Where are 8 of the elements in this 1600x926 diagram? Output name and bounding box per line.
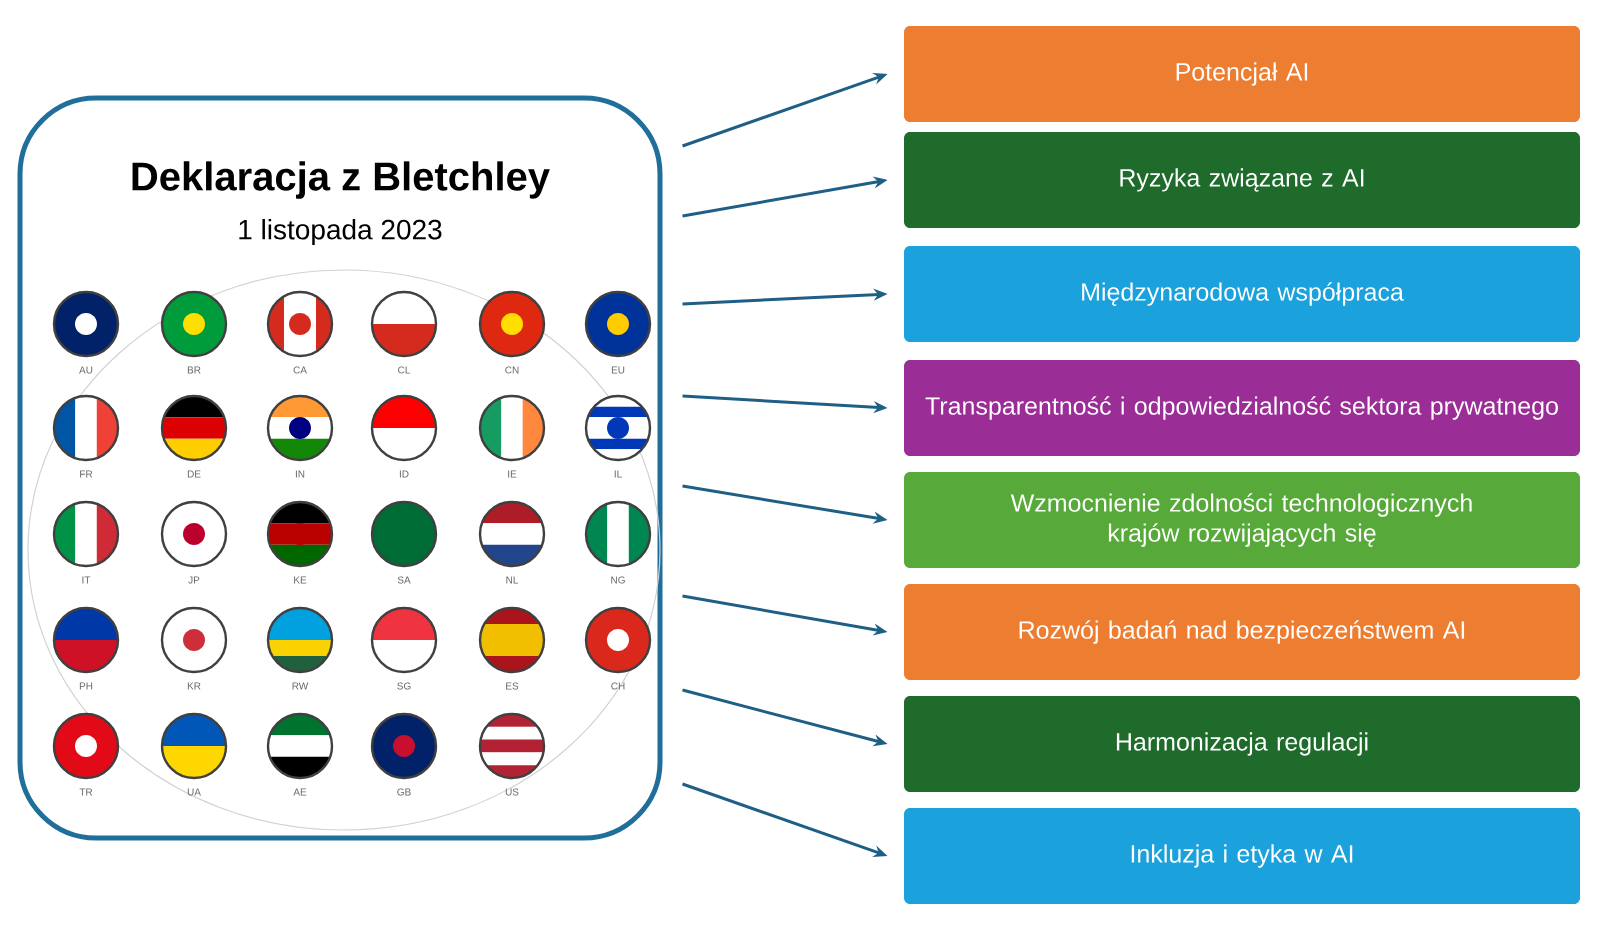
topic-box: Międzynarodowa współpraca	[904, 246, 1580, 342]
topic-box: Transparentność i odpowiedzialność sektora prywatnego	[904, 360, 1580, 456]
topic-box: Rozwój badań nad bezpieczeństwem AI	[904, 584, 1580, 680]
topic-box: Inkluzja i etyka w AI	[904, 808, 1580, 904]
topic-box: Potencjał AI	[904, 26, 1580, 122]
topic-box: Ryzyka związane z AI	[904, 132, 1580, 228]
topic-box: Harmonizacja regulacji	[904, 696, 1580, 792]
topic-box: Wzmocnienie zdolności technologicznych krajów rozwijających się	[904, 472, 1580, 568]
